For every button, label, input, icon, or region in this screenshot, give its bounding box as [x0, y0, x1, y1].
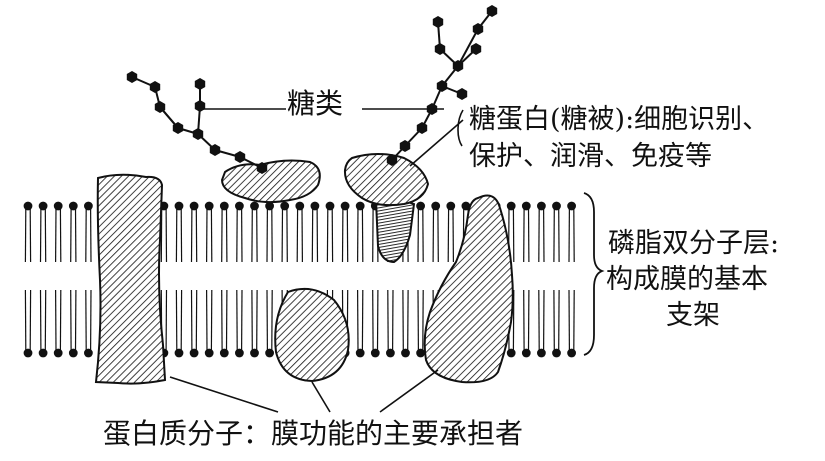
- phospholipid-top: [84, 201, 93, 263]
- sugar-unit: [434, 43, 446, 55]
- sugar-unit: [386, 154, 398, 166]
- phospholipid-bottom: [567, 289, 576, 358]
- glycoprotein-label-line2: 保护、润滑、免疫等: [469, 141, 712, 172]
- phospholipid-bottom: [521, 289, 531, 358]
- phospholipid-bottom: [23, 289, 33, 358]
- sugar-unit: [432, 16, 444, 28]
- phospholipid-bottom: [537, 289, 546, 358]
- sugar-unit: [256, 162, 268, 174]
- phospholipid-bottom: [401, 289, 410, 358]
- glycoprotein-left: [220, 159, 321, 204]
- phospholipid-bottom: [84, 289, 93, 358]
- phospholipid-bottom: [53, 289, 63, 358]
- sugar-unit: [154, 101, 166, 113]
- leader-protein-center: [311, 381, 331, 413]
- phospholipid-bottom: [219, 289, 229, 358]
- glycoprotein-label-line1: 糖蛋白(糖被):细胞识别、: [469, 104, 770, 135]
- phospholipid-bottom: [174, 289, 184, 358]
- phospholipid-bottom: [204, 289, 214, 358]
- lipid-bilayer-label-line1: 磷脂双分子层:: [608, 228, 780, 259]
- phospholipid-top: [174, 201, 184, 263]
- sugar-unit: [194, 78, 206, 90]
- phospholipid-top: [68, 201, 78, 263]
- phospholipid-top: [537, 201, 546, 263]
- phospholipid-top: [250, 201, 259, 263]
- lipid-bilayer-label-line2: 构成膜的基本: [606, 264, 768, 295]
- sugar-unit: [416, 122, 428, 134]
- phospholipid-bottom: [68, 289, 78, 358]
- phospholipid-top: [219, 201, 229, 263]
- lipid-bilayer-label-line3: 支架: [666, 300, 720, 331]
- leader-lines: [169, 108, 464, 413]
- sugar-unit: [470, 43, 482, 55]
- phospholipid-top: [325, 201, 335, 263]
- phospholipid-bottom: [552, 289, 561, 358]
- transmembrane-protein-right: [423, 194, 514, 384]
- transmembrane-protein-left: [94, 173, 167, 385]
- sugar-chain-right: [386, 5, 498, 166]
- sugar-unit: [452, 60, 464, 72]
- sugar-unit: [209, 144, 221, 156]
- phospholipid-top: [38, 201, 48, 263]
- phospholipid-bottom: [265, 289, 274, 358]
- phospholipid-top: [53, 201, 63, 263]
- phospholipid-bottom: [189, 289, 199, 358]
- sugar-unit: [472, 23, 484, 35]
- phospholipid-top: [310, 201, 320, 263]
- sugar-unit: [126, 71, 138, 83]
- phospholipid-top: [189, 201, 199, 263]
- phospholipid-bottom: [355, 289, 365, 358]
- phospholipid-bottom: [370, 289, 380, 358]
- leader-glycoprotein: [409, 119, 464, 167]
- phospholipid-bottom: [416, 289, 425, 358]
- phospholipid-top: [552, 201, 561, 263]
- phospholipid-bottom: [235, 289, 244, 358]
- sugar-unit: [436, 80, 448, 92]
- sugar-chain-left: [126, 71, 268, 174]
- bracket-bilayer: [583, 192, 605, 356]
- phospholipid-top: [235, 201, 244, 263]
- leader-protein-right: [379, 369, 439, 413]
- sugar-unit: [486, 5, 498, 17]
- phospholipid-top: [23, 201, 33, 263]
- phospholipid-top: [295, 201, 305, 263]
- sugar-unit: [399, 140, 411, 152]
- sugar-unit: [234, 151, 246, 163]
- phospholipid-top: [567, 201, 576, 263]
- phospholipid-top: [431, 201, 441, 263]
- sugar-unit: [194, 100, 206, 112]
- phospholipid-bottom: [250, 289, 259, 358]
- protein-label: 蛋白质分子：膜功能的主要承担者: [103, 417, 524, 450]
- glycoprotein-right: [343, 153, 430, 207]
- sugar-unit: [456, 88, 468, 100]
- phospholipid-top: [355, 201, 365, 263]
- peripheral-protein-center: [274, 287, 350, 383]
- phospholipid-top: [265, 201, 274, 263]
- phospholipid-top: [446, 201, 456, 263]
- phospholipid-top: [280, 201, 290, 263]
- phospholipid-top: [416, 201, 425, 263]
- sugar-unit: [192, 128, 204, 140]
- phospholipid-top: [340, 201, 350, 263]
- sugar-unit: [172, 122, 184, 134]
- phospholipid-bottom: [386, 289, 395, 358]
- phospholipid-top: [521, 201, 531, 263]
- bracket-glycoprotein: [457, 109, 464, 147]
- phospholipid-bottom: [38, 289, 48, 358]
- sugar-label: 糖类: [287, 87, 344, 120]
- phospholipid-top: [204, 201, 214, 263]
- leader-protein-left: [169, 376, 279, 413]
- sugar-unit: [149, 81, 161, 93]
